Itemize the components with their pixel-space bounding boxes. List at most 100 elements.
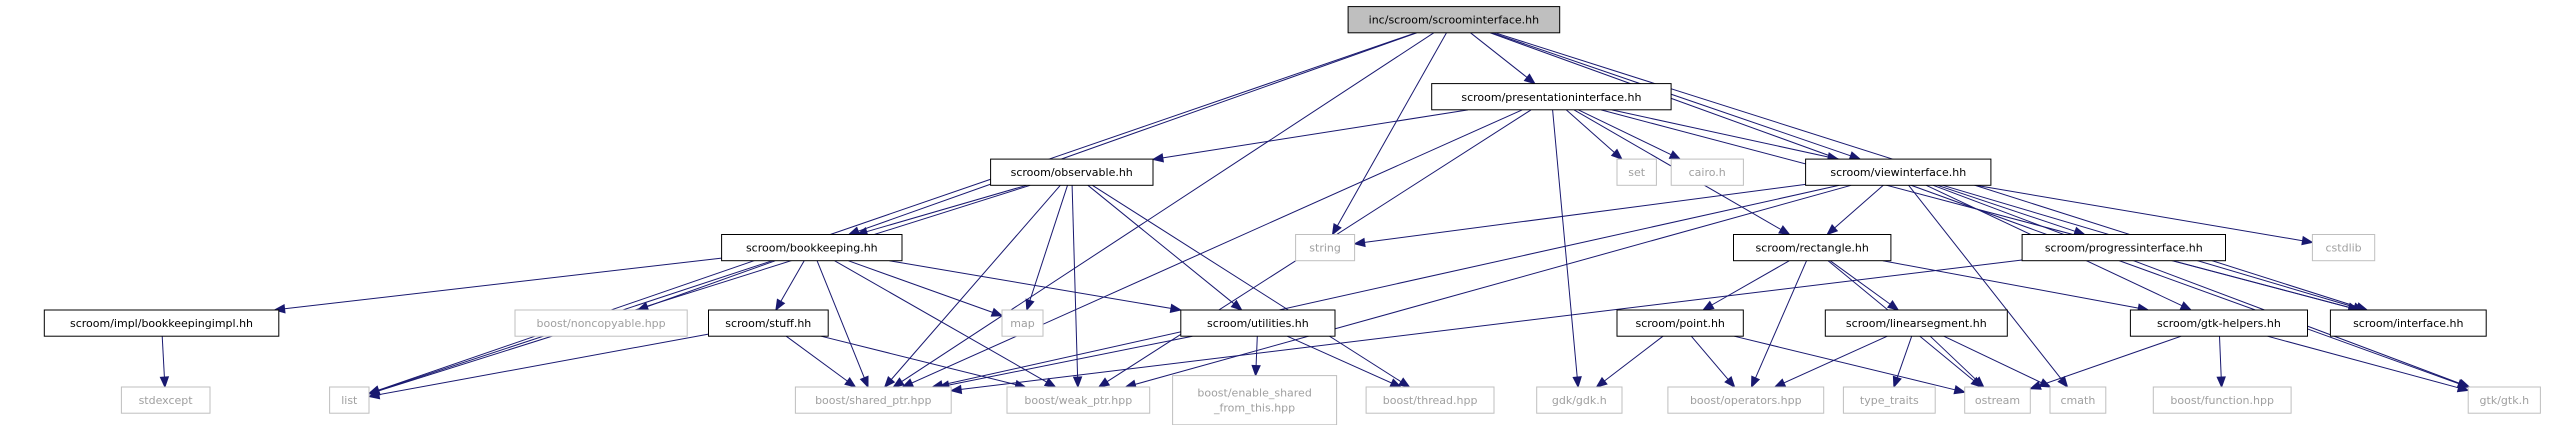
node-box — [990, 158, 1154, 186]
node-box — [1431, 83, 1672, 111]
edge-line — [1552, 109, 1578, 378]
edge-arrowhead — [1848, 151, 1862, 161]
edge-line — [1783, 335, 1888, 384]
node-utilities[interactable]: scroom/utilities.hh — [1180, 309, 1336, 337]
edge-arrowhead — [1353, 237, 1366, 248]
node-box — [708, 309, 829, 337]
node-label: boost/shared_ptr.hpp — [815, 394, 931, 407]
node-stuff[interactable]: scroom/stuff.hh — [708, 309, 829, 337]
edge-root-to-shared_ptr — [892, 32, 1435, 388]
node-observable[interactable]: scroom/observable.hh — [990, 158, 1154, 186]
edge-arrowhead — [159, 376, 170, 389]
node-presentationinterface[interactable]: scroom/presentationinterface.hh — [1431, 83, 1672, 111]
edge-arrowhead — [2057, 375, 2069, 389]
edge-line — [1286, 335, 1392, 384]
node-label: boost/function.hpp — [2170, 394, 2274, 407]
node-box — [1964, 386, 2031, 414]
node-cairo: cairo.h — [1670, 158, 1744, 186]
node-weak_ptr: boost/weak_ptr.hpp — [1006, 386, 1151, 414]
node-label: scroom/stuff.hh — [725, 317, 811, 330]
edge-line — [834, 260, 1047, 383]
node-box — [2152, 386, 2292, 414]
node-label: gdk/gdk.h — [1552, 394, 1607, 407]
node-label: scroom/utilities.hh — [1207, 317, 1309, 330]
node-cmath: cmath — [2049, 386, 2107, 414]
edge-arrowhead — [367, 389, 381, 400]
edge-line — [1087, 184, 1235, 305]
edge-arrowhead — [892, 377, 905, 388]
node-label: _from_this.hpp — [1213, 402, 1295, 415]
node-bookkeepingimpl[interactable]: scroom/impl/bookkeepingimpl.hh — [43, 309, 280, 337]
edge-line — [785, 335, 848, 382]
node-label: list — [341, 394, 358, 407]
node-box — [2021, 234, 2226, 262]
edge-bookkeeping-to-shared_ptr — [816, 260, 869, 389]
edge-line — [2039, 335, 2182, 386]
node-set: set — [1616, 158, 1657, 186]
edge-point-to-operators — [1690, 335, 1736, 389]
node-root[interactable]: inc/scroom/scroominterface.hh — [1347, 6, 1561, 34]
node-progressinterface[interactable]: scroom/progressinterface.hh — [2021, 234, 2226, 262]
edge-viewinterface-to-rectangle — [1826, 184, 1884, 236]
edge-line — [890, 184, 1061, 380]
node-box — [43, 309, 280, 337]
edge-line — [1834, 184, 1884, 229]
node-box — [2467, 386, 2541, 414]
edge-rectangle-to-operators — [1750, 260, 1807, 389]
edge-line — [1578, 109, 1672, 156]
node-label: boost/operators.hpp — [1690, 394, 1802, 407]
edge-observable-to-map — [1025, 185, 1068, 312]
node-bookkeeping[interactable]: scroom/bookkeeping.hh — [721, 234, 903, 262]
node-type_traits: type_traits — [1842, 386, 1936, 414]
edge-stuff-to-shared_ptr — [785, 335, 857, 388]
node-label: scroom/impl/bookkeepingimpl.hh — [70, 317, 253, 330]
edge-arrowhead — [2301, 235, 2314, 246]
node-viewinterface[interactable]: scroom/viewinterface.hh — [1805, 158, 1992, 186]
node-map: map — [1001, 309, 1044, 337]
edge-line — [1134, 184, 1852, 385]
node-box — [1733, 234, 1892, 262]
edge-line — [780, 260, 805, 302]
edge-root-to-list — [367, 32, 1416, 395]
node-string: string — [1295, 234, 1356, 262]
edge-observable-to-bookkeeping — [855, 184, 1027, 237]
edge-line — [889, 260, 1171, 309]
edge-line — [941, 184, 1840, 386]
edge-presentationinterface-to-gdk — [1552, 109, 1582, 389]
edge-arrowhead — [2038, 378, 2052, 388]
node-gtkhelpers[interactable]: scroom/gtk-helpers.hh — [2129, 309, 2308, 337]
edge-arrowhead — [1972, 376, 1985, 388]
edge-arrowhead — [990, 307, 1004, 317]
edge-arrowhead — [636, 301, 650, 311]
edge-arrowhead — [1826, 224, 1839, 236]
node-enable_shared: boost/enable_shared_from_this.hpp — [1172, 375, 1338, 425]
edge-line — [378, 333, 709, 396]
edge-arrowhead — [1251, 364, 1261, 377]
edge-rectangle-to-gtkhelpers — [1882, 260, 2150, 313]
edge-viewinterface-to-cmath — [1908, 184, 2069, 389]
edge-arrowhead — [1595, 376, 1608, 388]
node-rectangle[interactable]: scroom/rectangle.hh — [1733, 234, 1892, 262]
node-box — [1001, 309, 1044, 337]
node-box — [1006, 386, 1151, 414]
node-function: boost/function.hpp — [2152, 386, 2292, 414]
edge-bookkeeping-to-map — [848, 260, 1004, 317]
node-box — [2129, 309, 2308, 337]
edge-arrowhead — [1169, 303, 1183, 313]
node-box — [329, 386, 370, 414]
edge-arrowhead — [1892, 375, 1902, 389]
node-label: scroom/viewinterface.hh — [1830, 166, 1966, 179]
edge-observable-to-weak_ptr — [1071, 185, 1083, 389]
node-interface[interactable]: scroom/interface.hh — [2329, 309, 2487, 337]
edge-viewinterface-to-gtk — [1933, 184, 2471, 388]
node-box — [1365, 386, 1495, 414]
node-shared_ptr: boost/shared_ptr.hpp — [794, 386, 952, 414]
node-linearsegment[interactable]: scroom/linearsegment.hh — [1824, 309, 2008, 337]
edge-linearsegment-to-type_traits — [1892, 336, 1913, 389]
node-thread: boost/thread.hpp — [1365, 386, 1495, 414]
edge-line — [646, 260, 776, 308]
node-label: gtk/gtk.h — [2480, 394, 2530, 407]
node-point[interactable]: scroom/point.hh — [1616, 309, 1744, 337]
edge-line — [1690, 335, 1729, 380]
node-label: boost/weak_ptr.hpp — [1024, 394, 1132, 407]
